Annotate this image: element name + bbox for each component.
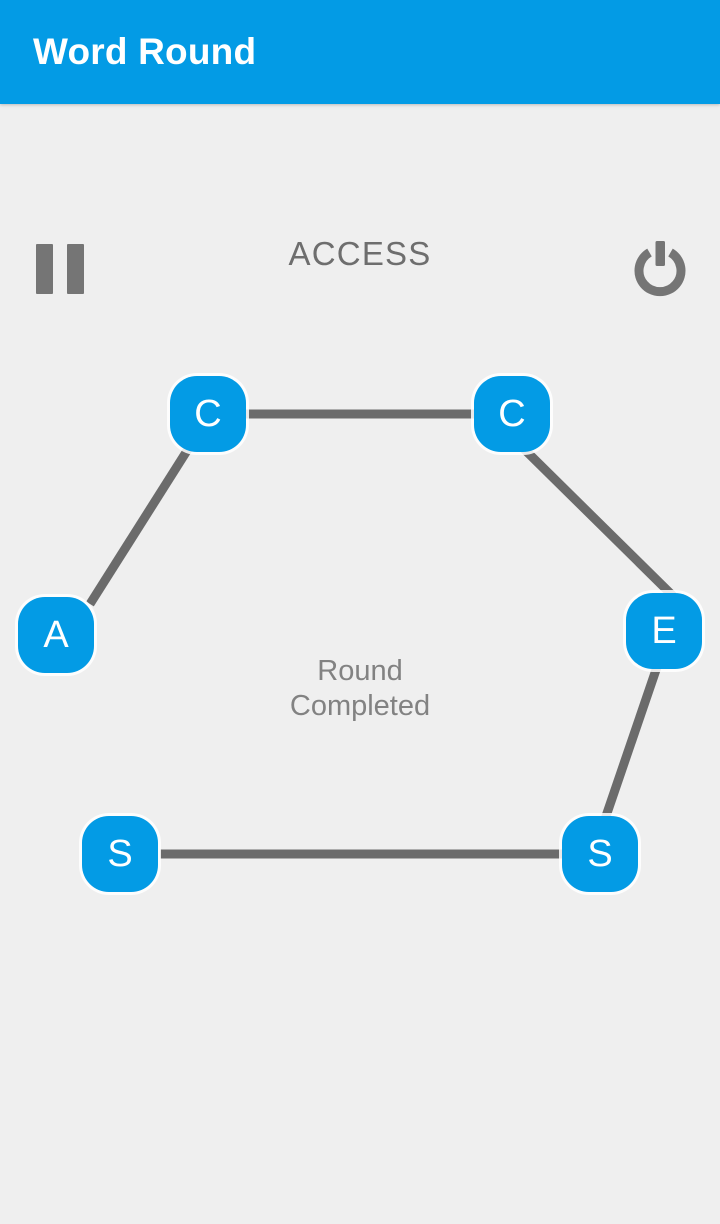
game-header: ACCESS: [0, 104, 720, 297]
app-bar: Word Round: [0, 0, 720, 104]
bottom-bar: 142: [0, 1104, 720, 1224]
letter-node-label: E: [651, 610, 677, 652]
current-word-label: ACCESS: [288, 235, 432, 272]
edge-c-e: [517, 442, 677, 600]
edge-layer: [86, 409, 677, 859]
letter-node-s-left[interactable]: S: [82, 816, 158, 892]
edges: [86, 409, 677, 859]
pause-icon: [36, 244, 53, 294]
letter-node-s-right[interactable]: S: [562, 816, 638, 892]
puzzle-board[interactable]: C C E S S A Round Completed: [0, 224, 720, 1104]
pause-button[interactable]: [36, 244, 84, 294]
letter-node-label: S: [587, 833, 613, 875]
letter-node-c2[interactable]: C: [474, 376, 550, 452]
letter-node-c1[interactable]: C: [170, 376, 246, 452]
power-button[interactable]: [633, 241, 687, 297]
power-icon: [634, 241, 686, 297]
letter-node-label: A: [43, 614, 69, 656]
letter-node-a[interactable]: A: [18, 597, 94, 673]
round-status-message: Round Completed: [210, 654, 510, 725]
round-status-line1: Round: [317, 655, 403, 687]
app-title: Word Round: [33, 31, 257, 72]
edge-e-s: [599, 662, 663, 824]
round-status-line2: Completed: [289, 690, 431, 723]
edge-a-c: [86, 443, 194, 607]
letter-node-e[interactable]: E: [626, 593, 702, 669]
letter-node-label: C: [194, 393, 222, 435]
letter-node-label: S: [107, 833, 133, 875]
pause-icon-bar2: [67, 244, 84, 294]
letter-node-label: C: [498, 393, 526, 435]
